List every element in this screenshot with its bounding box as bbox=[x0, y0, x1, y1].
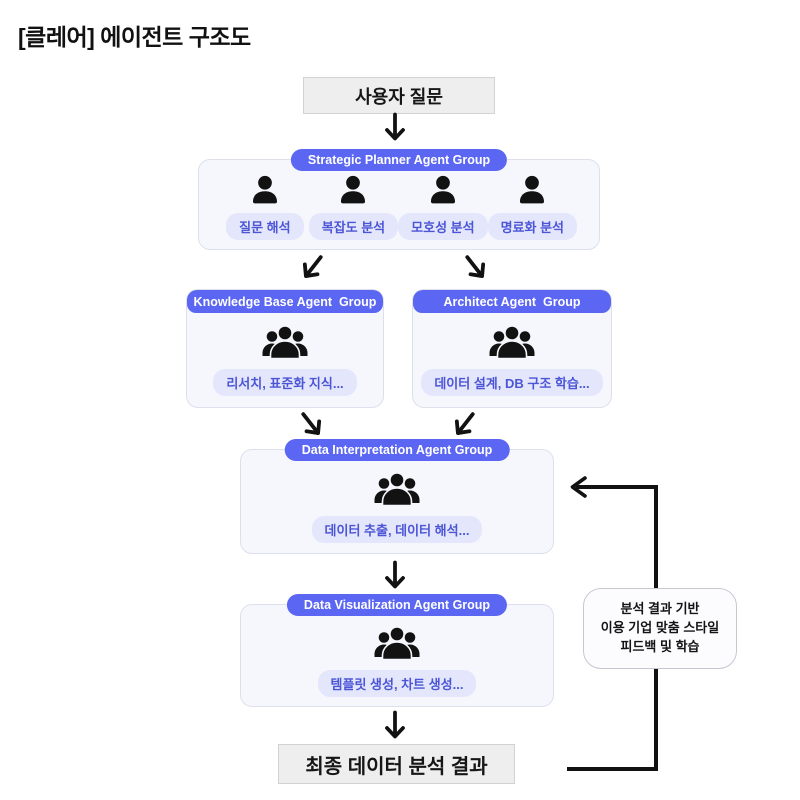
agent-clarification-analysis: 명료화 분석 bbox=[487, 175, 577, 240]
people-group-icon bbox=[373, 626, 421, 661]
agent-chip: 명료화 분석 bbox=[487, 213, 577, 240]
person-icon bbox=[520, 175, 545, 204]
arrow-down-icon bbox=[385, 560, 405, 589]
strategic-planner-group-title: Strategic Planner Agent Group bbox=[290, 149, 508, 171]
people-group-icon bbox=[373, 472, 421, 507]
person-icon bbox=[252, 175, 277, 204]
people-group-icon bbox=[488, 324, 536, 359]
architect-group-title: Architect Agent Group bbox=[413, 290, 611, 313]
knowledge-base-tag: 리서치, 표준화 지식... bbox=[213, 368, 357, 396]
agent-chip: 질문 해석 bbox=[226, 213, 304, 240]
data-interpretation-tag: 데이터 추출, 데이터 해석... bbox=[311, 516, 483, 543]
data-interpretation-group-node: Data Interpretation Agent Group 데이터 추출, … bbox=[240, 439, 554, 554]
architect-tag: 데이터 설계, DB 구조 학습... bbox=[421, 368, 603, 396]
feedback-note-node: 분석 결과 기반 이용 기업 맞춤 스타일 피드백 및 학습 bbox=[583, 588, 737, 669]
feedback-line: 분석 결과 기반 bbox=[620, 601, 700, 617]
data-visualization-group-node: Data Visualization Agent Group 템플릿 생성, 차… bbox=[240, 594, 554, 707]
person-icon bbox=[341, 175, 366, 204]
person-icon bbox=[430, 175, 455, 204]
agent-chip: 복잡도 분석 bbox=[308, 213, 399, 240]
people-group-icon bbox=[261, 324, 309, 359]
data-visualization-tag: 템플릿 생성, 차트 생성... bbox=[317, 670, 477, 697]
strategic-agents: 질문 해석 복잡도 분석 모호성 분석 명료화 분석 bbox=[221, 175, 577, 240]
agent-ambiguity-analysis: 모호성 분석 bbox=[398, 175, 488, 240]
agent-question-interpretation: 질문 해석 bbox=[226, 175, 304, 240]
arrow-down-icon bbox=[385, 710, 405, 739]
arrow-down-icon bbox=[385, 112, 405, 141]
knowledge-base-group-node: Knowledge Base Agent Group 리서치, 표준화 지식..… bbox=[186, 289, 384, 408]
strategic-planner-group-node: Strategic Planner Agent Group 질문 해석 복잡도 … bbox=[198, 149, 600, 250]
final-result-label: 최종 데이터 분석 결과 bbox=[305, 755, 488, 778]
agent-chip: 모호성 분석 bbox=[398, 213, 488, 240]
data-interpretation-group-title: Data Interpretation Agent Group bbox=[284, 439, 510, 461]
agent-complexity-analysis: 복잡도 분석 bbox=[308, 175, 399, 240]
data-visualization-group-title: Data Visualization Agent Group bbox=[286, 594, 508, 616]
final-result-node: 최종 데이터 분석 결과 bbox=[278, 744, 515, 784]
knowledge-base-group-title: Knowledge Base Agent Group bbox=[187, 290, 383, 313]
feedback-line: 이용 기업 맞춤 스타일 bbox=[600, 620, 720, 636]
feedback-line: 피드백 및 학습 bbox=[620, 638, 700, 654]
user-question-label: 사용자 질문 bbox=[355, 86, 443, 107]
page-title: [클레어] 에이전트 구조도 bbox=[18, 24, 251, 50]
architect-group-node: Architect Agent Group 데이터 설계, DB 구조 학습..… bbox=[412, 289, 612, 408]
user-question-node: 사용자 질문 bbox=[303, 77, 495, 114]
